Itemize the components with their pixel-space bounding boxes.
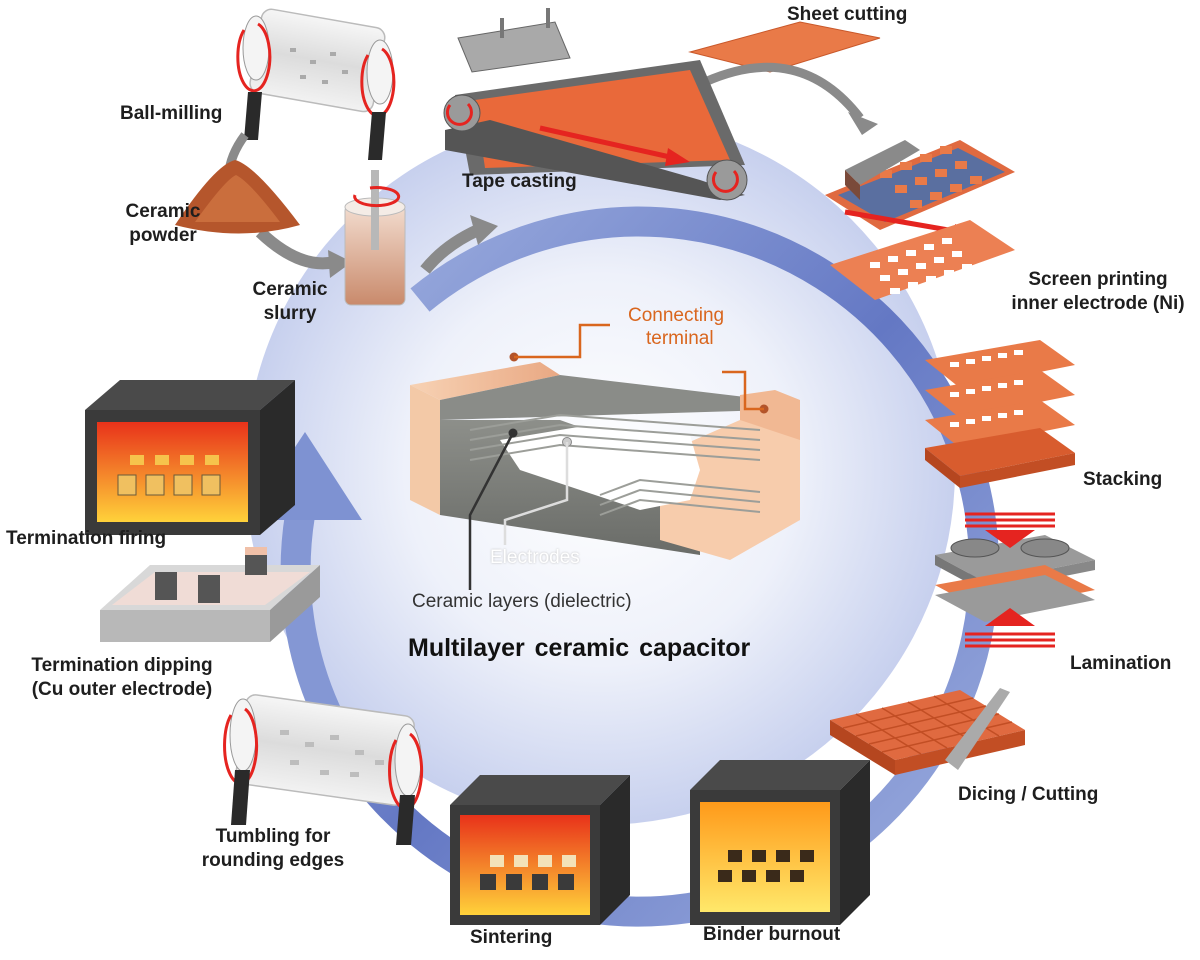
label-binder-burnout: Binder burnout <box>703 924 841 945</box>
connecting-terminal-line-2: terminal <box>646 328 714 349</box>
binder-burnout-furnace <box>690 760 870 925</box>
sintering-furnace <box>450 775 630 925</box>
ceramic-layers-annotation: Ceramic layers (dielectric) <box>412 591 632 612</box>
label-tape-casting: Tape casting <box>462 171 577 192</box>
leader-lines <box>468 323 764 590</box>
connecting-terminal-line-1: Connecting <box>628 305 725 326</box>
label-sintering: Sintering <box>470 927 553 948</box>
lamination-press <box>935 512 1095 648</box>
tumbling-mill <box>223 694 424 845</box>
connecting-terminal-annotation: Connecting terminal <box>628 304 724 350</box>
flow-arrow-2 <box>255 227 337 270</box>
stacking-illustration <box>925 340 1075 488</box>
screen-printing-illustration <box>825 140 1015 300</box>
termination-firing-furnace <box>85 380 295 535</box>
label-termination-firing: Termination firing <box>6 528 167 549</box>
flow-arrow-3 <box>420 224 481 274</box>
label-sheet-cutting: Sheet cutting <box>787 4 908 25</box>
ball-mill-illustration <box>236 8 396 160</box>
label-ball-milling: Ball-milling <box>120 103 223 124</box>
dicing-illustration <box>830 688 1025 775</box>
slurry-beaker <box>344 170 406 306</box>
diagram-title: Multilayer ceramic capacitor <box>408 634 751 662</box>
label-termination-dipping: Termination dipping(Cu outer electrode) <box>31 655 213 700</box>
label-lamination: Lamination <box>1070 653 1172 674</box>
label-dicing: Dicing / Cutting <box>958 784 1099 805</box>
termination-dipping-tray <box>100 547 320 642</box>
label-stacking: Stacking <box>1083 469 1163 490</box>
ceramic-powder-pile <box>175 160 300 234</box>
tape-casting-machine <box>443 8 748 201</box>
electrodes-annotation: Electrodes <box>490 547 580 568</box>
sheet-cutting-illustration <box>688 21 881 135</box>
